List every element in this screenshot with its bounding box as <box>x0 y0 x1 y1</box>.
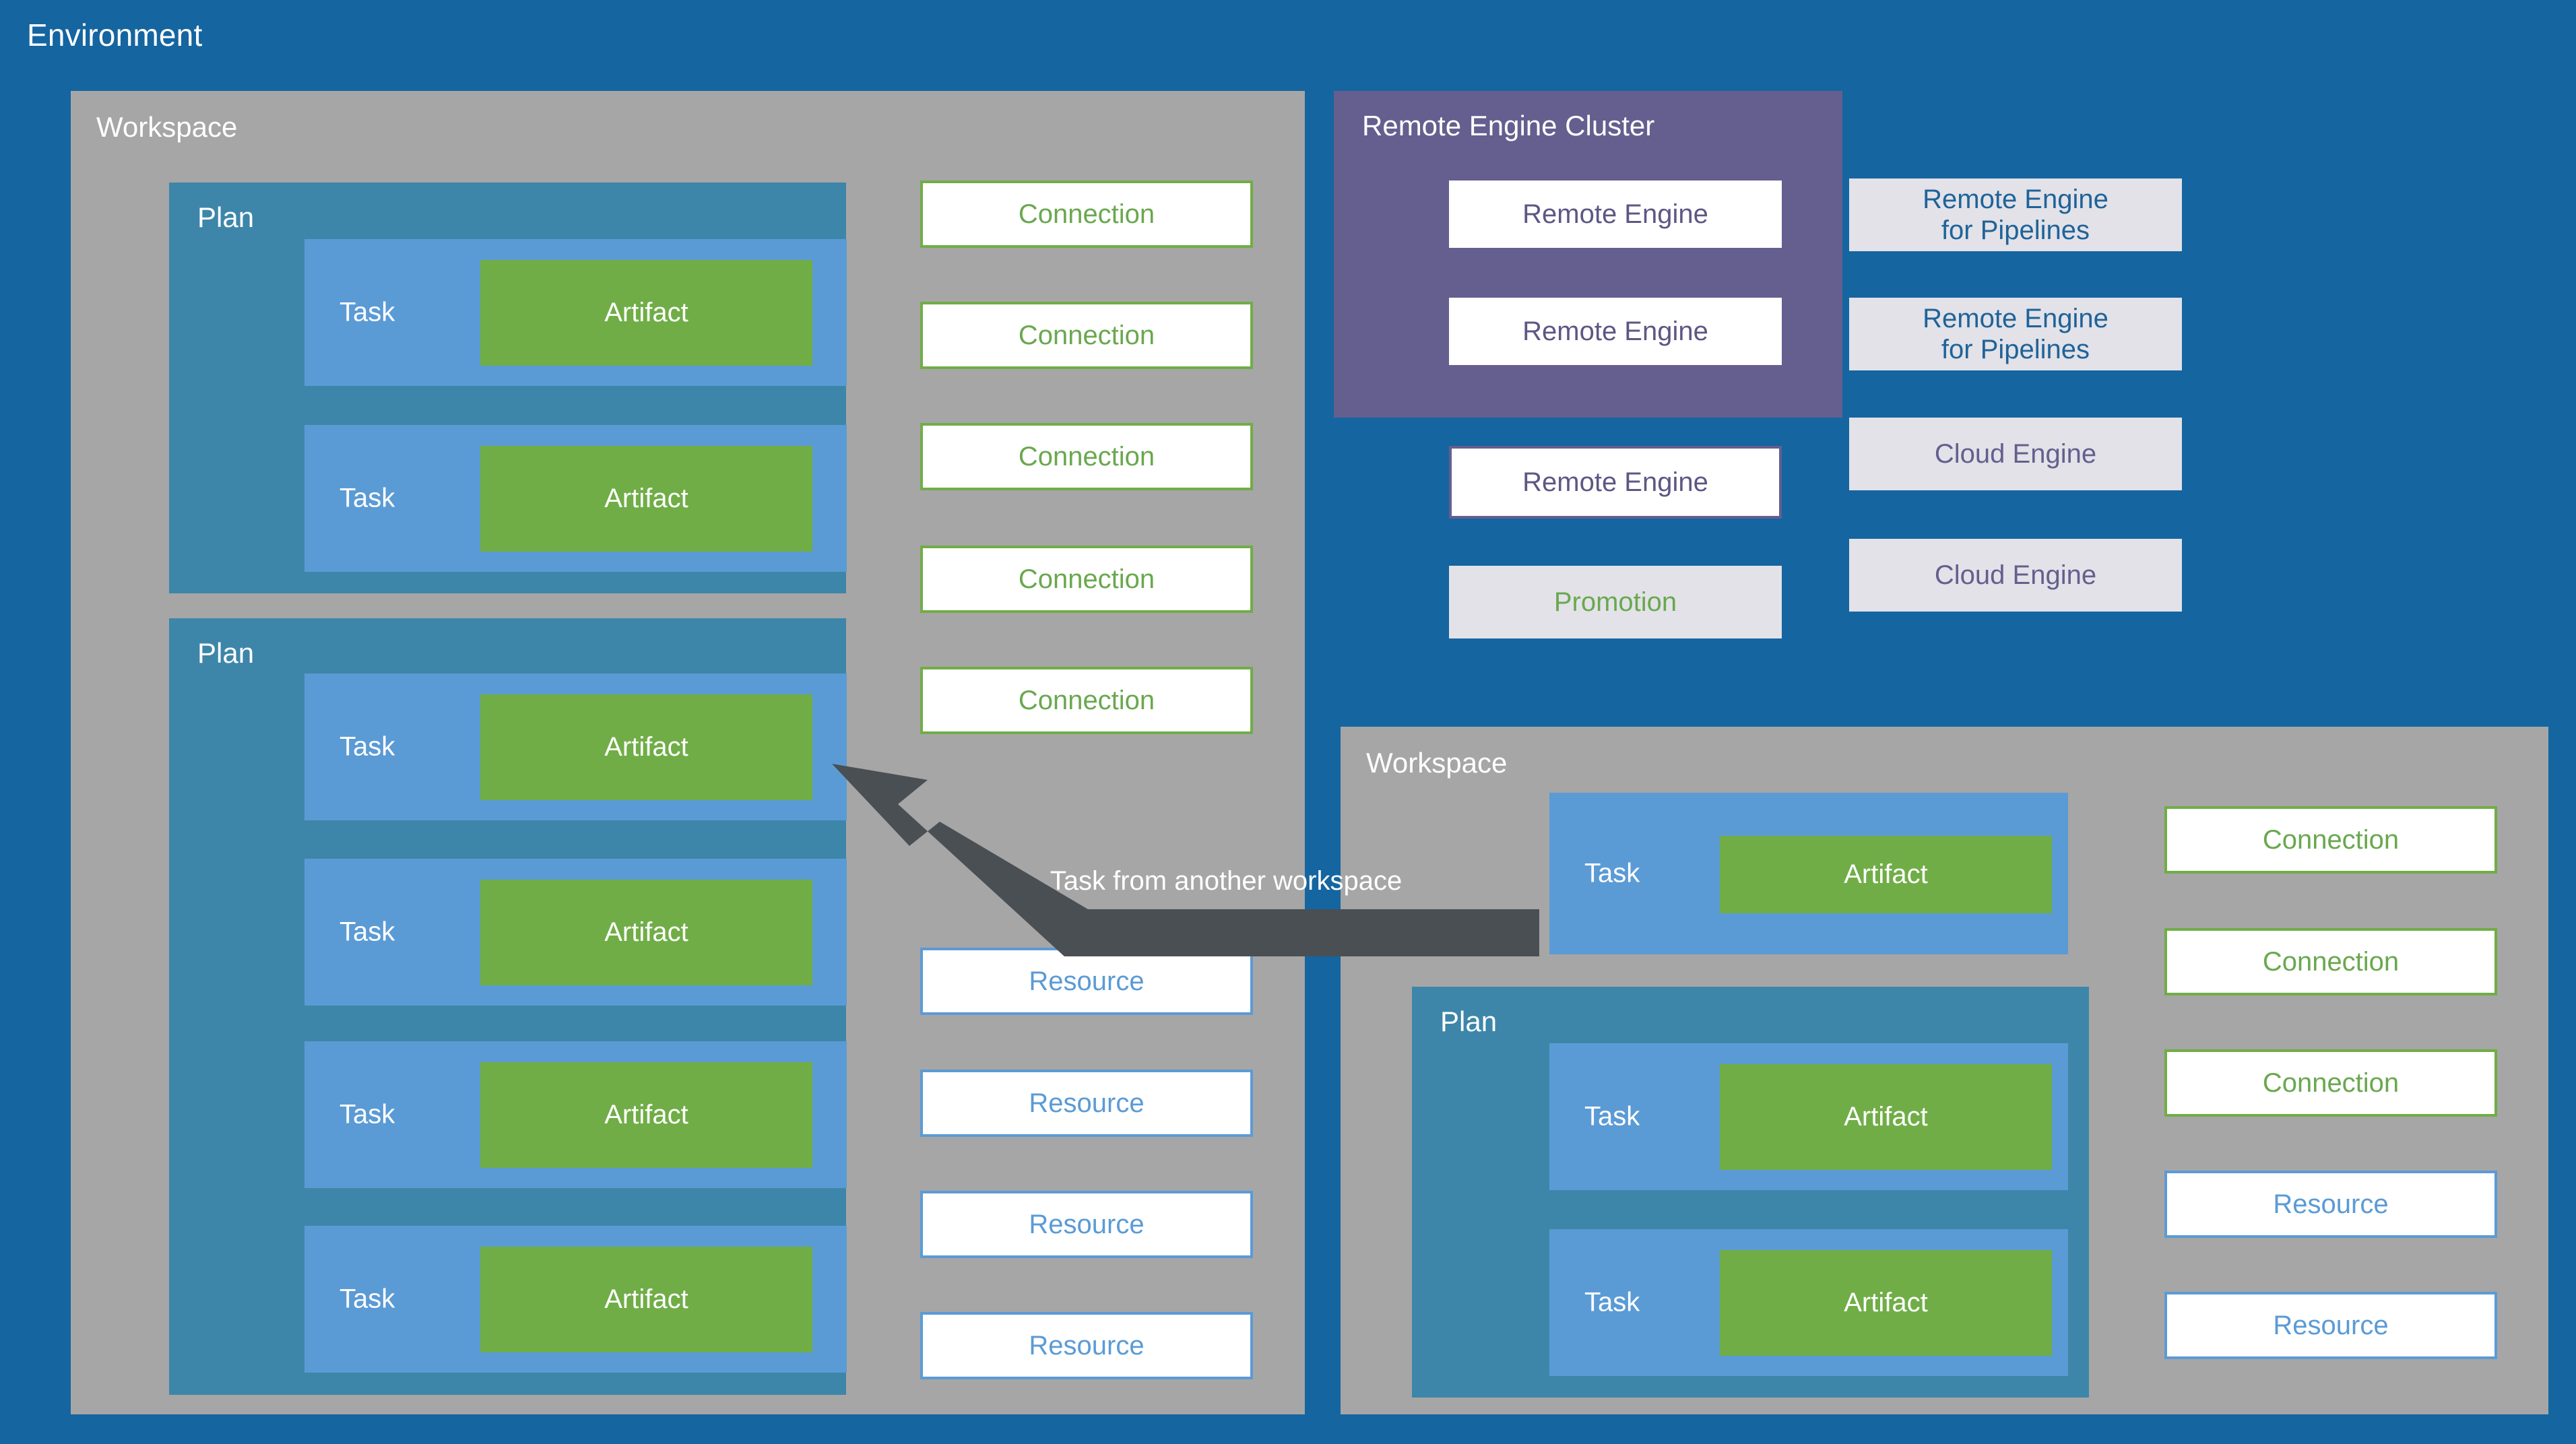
connection-chip-left-1[interactable]: Connection <box>920 180 1253 248</box>
remote-engine-1[interactable]: Remote Engine <box>1449 180 1782 248</box>
plan-right-1-title: Plan <box>1440 1006 1498 1037</box>
task-label: Task <box>340 1099 395 1129</box>
task-label: Task <box>1584 1101 1640 1131</box>
resource-chip-right-1[interactable]: Resource <box>2164 1171 2497 1238</box>
task-label: Task <box>340 917 395 947</box>
resource-label: Resource <box>1029 966 1145 996</box>
resource-label: Resource <box>2273 1189 2389 1219</box>
artifact-right-1-2[interactable]: Artifact <box>1720 1250 2052 1356</box>
remote-engine-label: Remote Engine <box>1522 199 1708 229</box>
task-label: Task <box>340 731 395 762</box>
connection-chip-left-5[interactable]: Connection <box>920 667 1253 734</box>
engine-label-line2: for Pipelines <box>1941 216 2090 245</box>
resource-chip-left-2[interactable]: Resource <box>920 1070 1253 1137</box>
connection-label: Connection <box>1018 199 1155 229</box>
task-label: Task <box>340 483 395 513</box>
resource-chip-right-2[interactable]: Resource <box>2164 1292 2497 1359</box>
connection-label: Connection <box>2262 1068 2400 1098</box>
remote-engine-label: Remote Engine <box>1522 316 1708 346</box>
environment-title: Environment <box>27 18 203 53</box>
plan-left-1-title: Plan <box>197 201 255 233</box>
artifact-label: Artifact <box>1844 859 1928 889</box>
artifact-label: Artifact <box>604 917 688 947</box>
remote-engine-cluster-title: Remote Engine Cluster <box>1362 110 1655 141</box>
cloud-engine-2[interactable]: Cloud Engine <box>1849 539 2182 612</box>
artifact-label: Artifact <box>1844 1102 1928 1131</box>
artifact-left-2-1[interactable]: Artifact <box>480 694 812 800</box>
artifact-left-2-2[interactable]: Artifact <box>480 880 812 985</box>
plan-left-2-title: Plan <box>197 637 255 669</box>
artifact-label: Artifact <box>604 732 688 762</box>
engine-label-line2: for Pipelines <box>1941 335 2090 364</box>
artifact-right-1-1[interactable]: Artifact <box>1720 1064 2052 1170</box>
promotion-label: Promotion <box>1553 587 1677 617</box>
artifact-label: Artifact <box>604 484 688 513</box>
resource-chip-left-1[interactable]: Resource <box>920 948 1253 1015</box>
artifact-left-2-4[interactable]: Artifact <box>480 1247 812 1352</box>
task-label: Task <box>340 297 395 327</box>
engine-label: Cloud Engine <box>1934 439 2097 469</box>
remote-engine-2[interactable]: Remote Engine <box>1449 298 1782 365</box>
connection-label: Connection <box>2262 947 2400 977</box>
engine-label-line1: Remote Engine <box>1923 304 2108 333</box>
connection-chip-left-4[interactable]: Connection <box>920 546 1253 613</box>
task-label: Task <box>340 1284 395 1314</box>
task-label: Task <box>1584 858 1640 888</box>
connection-chip-right-3[interactable]: Connection <box>2164 1049 2497 1117</box>
connection-label: Connection <box>1018 564 1155 594</box>
artifact-label: Artifact <box>1844 1288 1928 1317</box>
resource-label: Resource <box>1029 1210 1145 1239</box>
connection-chip-left-2[interactable]: Connection <box>920 302 1253 369</box>
artifact-label: Artifact <box>604 1100 688 1129</box>
artifact-left-1-2[interactable]: Artifact <box>480 446 812 552</box>
connection-label: Connection <box>1018 321 1155 350</box>
resource-label: Resource <box>1029 1088 1145 1118</box>
remote-engine-label: Remote Engine <box>1522 467 1708 497</box>
connection-label: Connection <box>2262 825 2400 855</box>
artifact-label: Artifact <box>604 298 688 327</box>
promotion-chip[interactable]: Promotion <box>1449 566 1782 638</box>
resource-label: Resource <box>1029 1331 1145 1360</box>
connection-label: Connection <box>1018 686 1155 715</box>
artifact-right-standalone[interactable]: Artifact <box>1720 836 2052 913</box>
artifact-left-2-3[interactable]: Artifact <box>480 1062 812 1168</box>
resource-chip-left-4[interactable]: Resource <box>920 1312 1253 1379</box>
artifact-left-1-1[interactable]: Artifact <box>480 260 812 366</box>
connection-chip-right-1[interactable]: Connection <box>2164 806 2497 874</box>
connection-label: Connection <box>1018 442 1155 471</box>
task-label: Task <box>1584 1287 1640 1317</box>
artifact-label: Artifact <box>604 1284 688 1314</box>
workspace-left-title: Workspace <box>96 111 238 143</box>
engine-label-line1: Remote Engine <box>1923 185 2108 214</box>
remote-engine-standalone[interactable]: Remote Engine <box>1449 446 1782 519</box>
cloud-engine-1[interactable]: Cloud Engine <box>1849 418 2182 490</box>
resource-label: Resource <box>2273 1311 2389 1340</box>
connection-chip-left-3[interactable]: Connection <box>920 423 1253 490</box>
cross-workspace-arrow-label: Task from another workspace <box>1050 865 1403 896</box>
workspace-right-title: Workspace <box>1366 747 1508 779</box>
engine-label: Cloud Engine <box>1934 560 2097 590</box>
resource-chip-left-3[interactable]: Resource <box>920 1191 1253 1258</box>
connection-chip-right-2[interactable]: Connection <box>2164 928 2497 995</box>
remote-engine-cluster: Remote Engine Cluster <box>1334 91 1842 418</box>
